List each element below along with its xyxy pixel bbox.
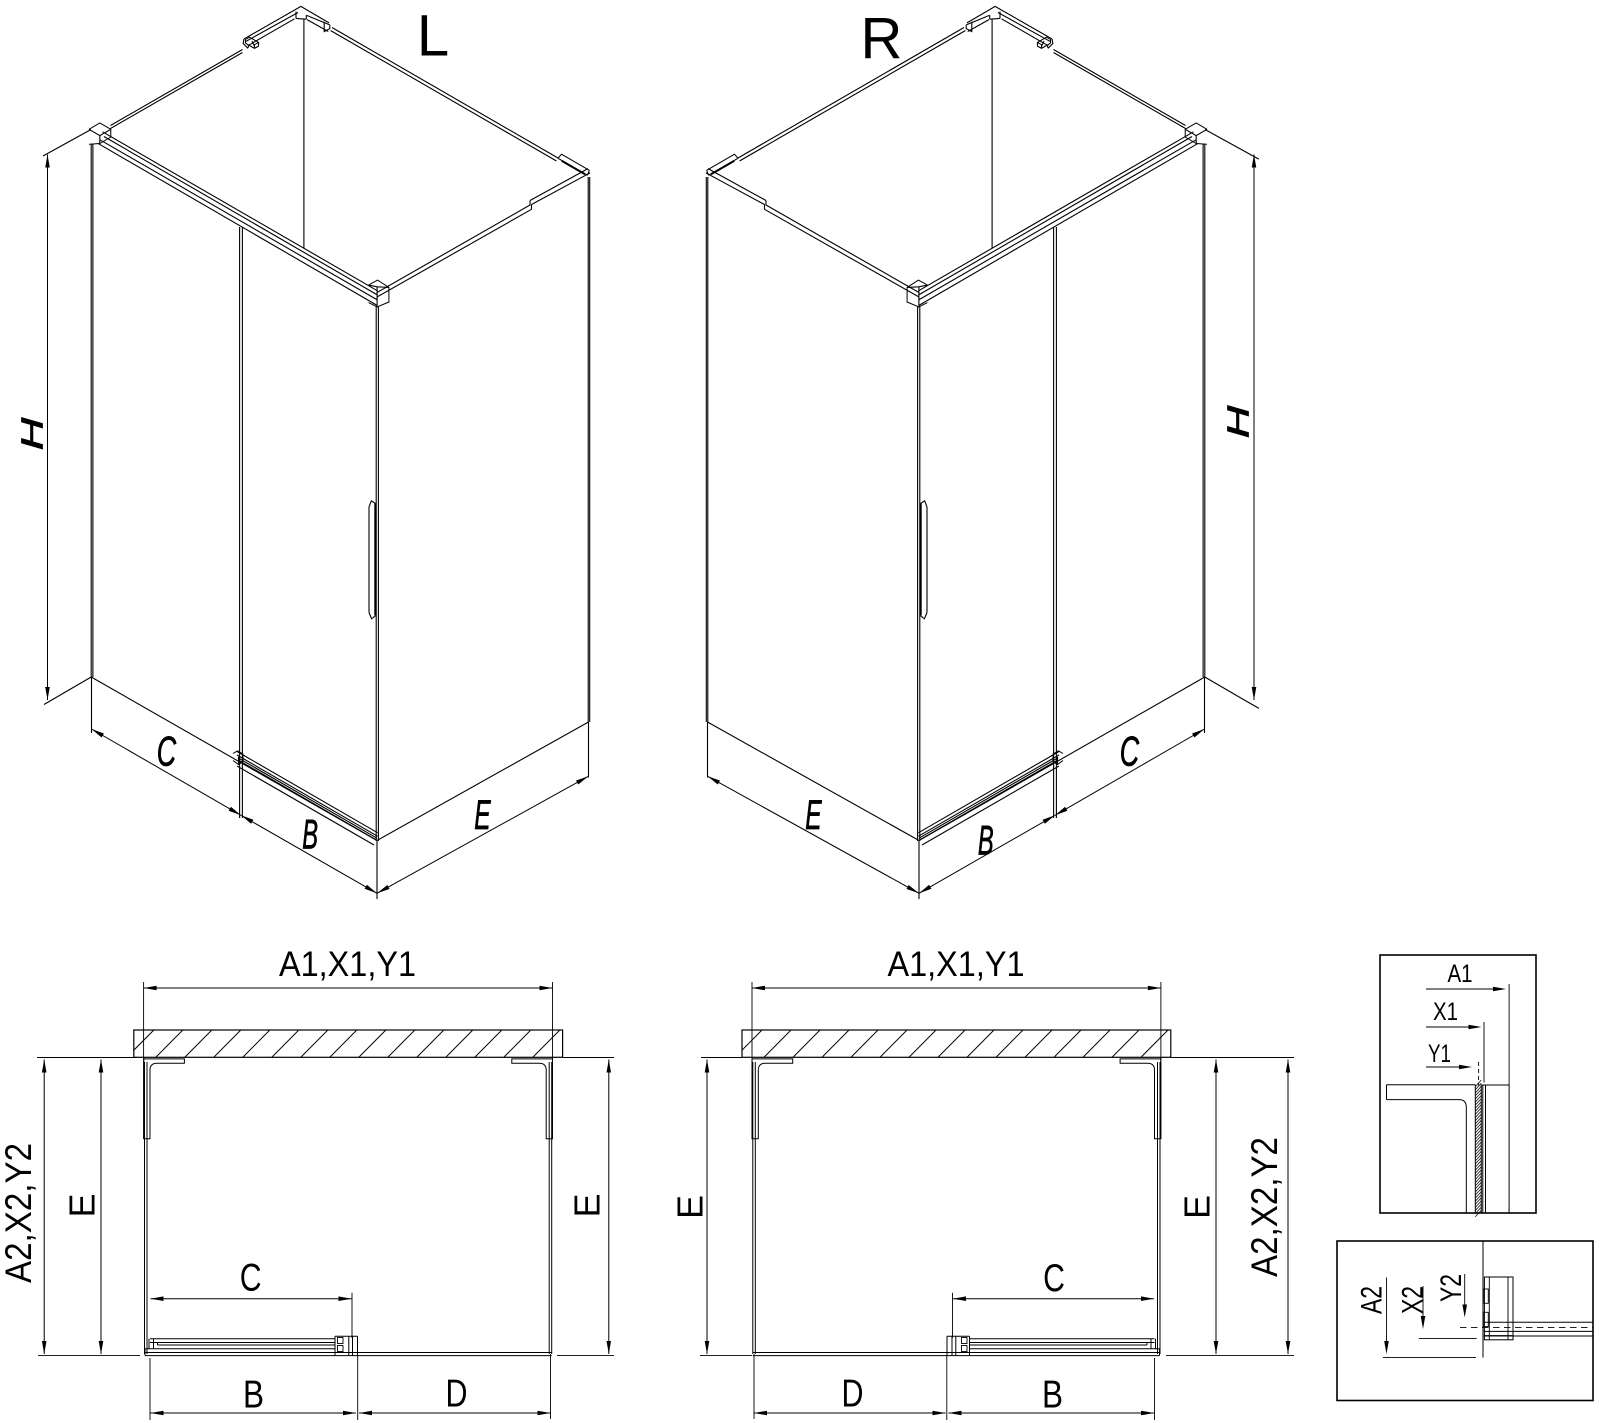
svg-text:L: L bbox=[417, 4, 449, 69]
svg-text:A1,X1,Y1: A1,X1,Y1 bbox=[279, 945, 416, 984]
svg-text:A2: A2 bbox=[1356, 1286, 1389, 1314]
svg-text:E: E bbox=[1177, 1195, 1218, 1219]
svg-text:B: B bbox=[1042, 1374, 1063, 1417]
svg-text:E: E bbox=[805, 791, 822, 838]
svg-text:D: D bbox=[446, 1373, 468, 1416]
svg-text:X1: X1 bbox=[1433, 998, 1458, 1026]
svg-text:Y2: Y2 bbox=[1435, 1274, 1468, 1302]
svg-text:R: R bbox=[861, 6, 903, 71]
svg-text:C: C bbox=[1120, 728, 1140, 775]
svg-text:Y1: Y1 bbox=[1428, 1040, 1451, 1068]
svg-text:B: B bbox=[302, 811, 318, 858]
svg-text:A1: A1 bbox=[1448, 960, 1473, 988]
svg-text:E: E bbox=[62, 1193, 103, 1217]
svg-text:H: H bbox=[15, 417, 50, 450]
svg-text:X2: X2 bbox=[1397, 1286, 1430, 1314]
svg-text:A2,X2,Y2: A2,X2,Y2 bbox=[1244, 1137, 1285, 1277]
svg-text:A1,X1,Y1: A1,X1,Y1 bbox=[888, 945, 1025, 984]
svg-text:B: B bbox=[978, 817, 994, 864]
svg-text:A2,X2,Y2: A2,X2,Y2 bbox=[0, 1143, 39, 1283]
svg-text:E: E bbox=[567, 1193, 608, 1217]
svg-text:E: E bbox=[670, 1195, 711, 1219]
svg-text:D: D bbox=[842, 1373, 864, 1416]
svg-text:C: C bbox=[157, 728, 177, 775]
svg-text:E: E bbox=[474, 791, 491, 838]
svg-text:C: C bbox=[240, 1257, 262, 1300]
svg-text:C: C bbox=[1043, 1257, 1065, 1300]
svg-text:H: H bbox=[1221, 405, 1256, 438]
svg-text:B: B bbox=[243, 1374, 264, 1417]
